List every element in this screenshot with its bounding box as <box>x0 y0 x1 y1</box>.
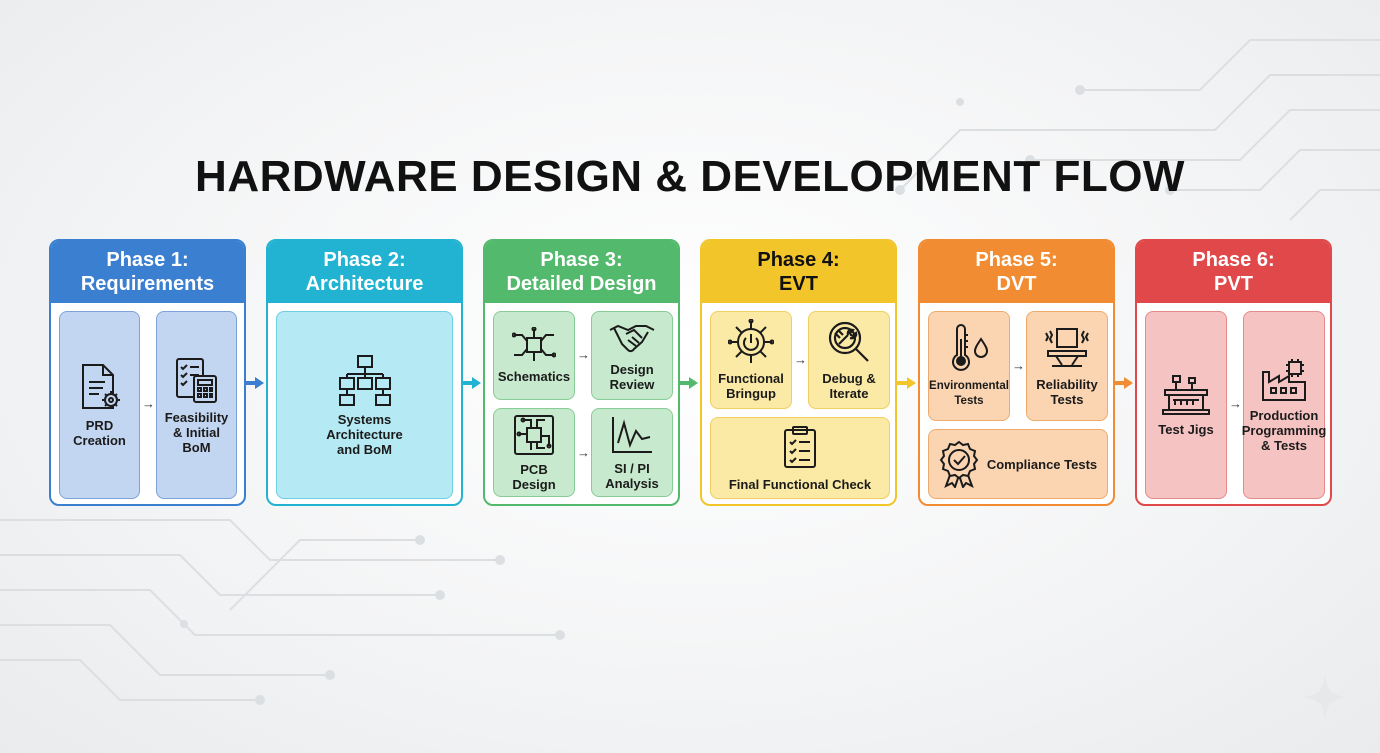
step-si-pi-analysis: SI / PI Analysis <box>591 408 673 497</box>
connector-arrow-3-4 <box>679 377 698 389</box>
thermometer-drop-icon <box>952 324 989 371</box>
step-pcb-design: PCB Design <box>493 408 575 497</box>
step-label: Final Functional Check <box>728 476 872 492</box>
phase-dvt: Phase 5: DVT Environmental Tests → Relia… <box>918 239 1115 506</box>
waveform-icon <box>612 416 652 453</box>
phase-number: Phase 3: <box>540 249 623 271</box>
step-compliance-tests: Compliance Tests <box>928 429 1108 499</box>
arrow-icon: → <box>577 445 590 460</box>
step-label: SI / PI Analysis <box>605 460 659 491</box>
calculator-checklist-icon <box>175 357 217 403</box>
connector-arrow-2-3 <box>462 377 481 389</box>
phase-number: Phase 6: <box>1192 249 1275 271</box>
step-test-jigs: Test Jigs <box>1145 311 1227 499</box>
phase-header: Phase 6: PVT <box>1137 241 1330 303</box>
hierarchy-icon <box>338 354 391 406</box>
diagram-title: HARDWARE DESIGN & DEVELOPMENT FLOW <box>195 152 1185 201</box>
phase-title: DVT <box>996 273 1037 295</box>
step-label: Debug & Iterate <box>822 371 876 401</box>
clipboard-check-icon <box>784 425 816 468</box>
step-label: Functional Bringup <box>718 371 784 401</box>
step-label: Reliability Tests <box>1036 377 1098 407</box>
step-systems-architecture: Systems Architecture and BoM <box>276 311 453 499</box>
step-label: Environmental Tests <box>929 380 1009 407</box>
step-label: PRD Creation <box>73 418 126 448</box>
phase-title: Requirements <box>80 273 215 295</box>
step-feasibility-bom: Feasibility & Initial BoM <box>156 311 237 499</box>
arrow-icon: → <box>142 396 155 411</box>
handshake-icon <box>609 324 655 352</box>
phase-header: Phase 3: Detailed Design <box>485 241 678 303</box>
phase-title: PVT <box>1214 273 1253 295</box>
step-prd-creation: PRD Creation <box>59 311 140 499</box>
step-debug-iterate: Debug & Iterate <box>808 311 890 409</box>
step-schematics: Schematics <box>493 311 575 400</box>
arrow-icon: → <box>1012 358 1025 373</box>
vibration-test-icon <box>1045 328 1089 367</box>
phase-requirements: Phase 1: Requirements PRD Creation → <box>49 239 246 506</box>
schematic-icon <box>512 327 556 361</box>
step-label: Systems Architecture and BoM <box>326 411 403 457</box>
step-label: Test Jigs <box>1158 421 1214 437</box>
step-reliability-tests: Reliability Tests <box>1026 311 1108 421</box>
phase-header: Phase 1: Requirements <box>51 241 244 303</box>
pcb-chip-icon <box>514 414 554 455</box>
magnifier-wrench-icon <box>828 321 869 362</box>
step-label: Production Programming & Tests <box>1241 407 1327 453</box>
certificate-badge-icon <box>939 440 979 488</box>
step-label: Feasibility & Initial BoM <box>164 409 229 455</box>
phase-number: Phase 1: <box>106 249 189 271</box>
step-label: PCB Design <box>512 461 556 492</box>
phase-evt: Phase 4: EVT Functional Bringup → Debug … <box>700 239 897 506</box>
step-functional-bringup: Functional Bringup <box>710 311 792 409</box>
test-jig-icon <box>1162 374 1210 415</box>
phase-header: Phase 2: Architecture <box>268 241 461 303</box>
document-gear-icon <box>81 364 120 409</box>
connector-arrow-4-5 <box>897 377 916 389</box>
arrow-icon: → <box>794 352 807 367</box>
phase-number: Phase 5: <box>975 249 1058 271</box>
factory-chip-icon <box>1262 358 1306 401</box>
step-label: Compliance Tests <box>986 456 1098 472</box>
arrow-icon: → <box>1229 396 1242 411</box>
phase-header: Phase 4: EVT <box>702 241 895 303</box>
phase-architecture: Phase 2: Architecture Systems Architectu… <box>266 239 463 506</box>
step-label: Schematics <box>497 369 571 384</box>
connector-arrow-5-6 <box>1114 377 1133 389</box>
connector-arrow-1-2 <box>245 377 264 389</box>
step-design-review: Design Review <box>591 311 673 400</box>
step-final-functional-check: Final Functional Check <box>710 417 890 499</box>
phase-title: Architecture <box>305 273 424 295</box>
phase-number: Phase 2: <box>323 249 406 271</box>
step-label: Design Review <box>609 361 655 392</box>
phase-number: Phase 4: <box>757 249 840 271</box>
phase-pvt: Phase 6: PVT Test Jigs → Production Prog… <box>1135 239 1332 506</box>
phase-title: Detailed Design <box>506 273 657 295</box>
step-production-programming: Production Programming & Tests <box>1241 311 1327 499</box>
power-chip-icon <box>728 319 774 363</box>
phase-header: Phase 5: DVT <box>920 241 1113 303</box>
sparkle-icon <box>1304 674 1346 720</box>
phase-title: EVT <box>779 273 818 295</box>
phase-detailed-design: Phase 3: Detailed Design Schematics → De… <box>483 239 680 506</box>
arrow-icon: → <box>577 347 590 362</box>
step-environmental-tests: Environmental Tests <box>928 311 1010 421</box>
